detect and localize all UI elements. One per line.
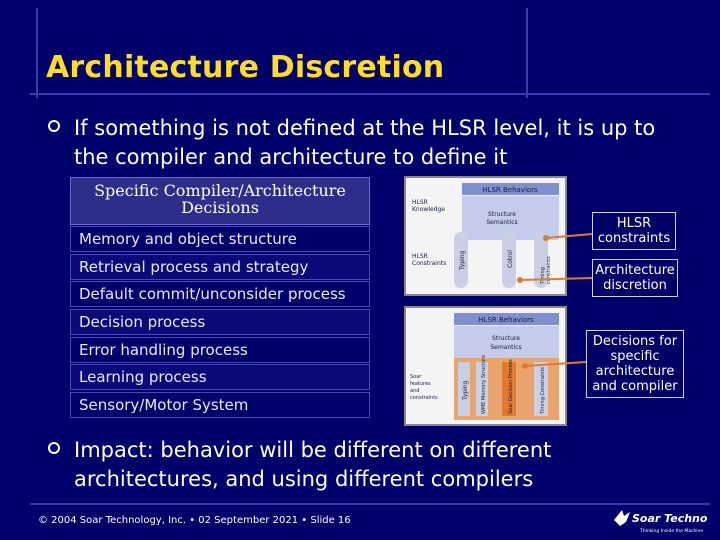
logo-wing-icon — [614, 510, 630, 526]
list-item: Memory and object structure — [70, 226, 370, 252]
soar-label: Soar — [410, 374, 422, 380]
page-title: Architecture Discretion — [46, 50, 445, 85]
hlsr-diagram-bottom-svg: HLSR Behaviors Structure Semantics Typin… — [410, 313, 559, 420]
callout-text: Decisions for specific architecture and … — [592, 334, 678, 394]
constraints-label: Constraints — [412, 260, 446, 267]
logo-mark: Soar Technology Thinking Inside the Mach… — [614, 510, 720, 534]
bullet-text: If something is not defined at the HLSR … — [74, 116, 656, 169]
typing-label: Typing — [459, 250, 466, 271]
typing-pillar — [454, 232, 468, 288]
wme-label: WME Memory Structure — [481, 355, 487, 414]
bullet-item: Impact: behavior will be different on di… — [48, 436, 694, 494]
list-item: Default commit/unconsider process — [70, 281, 370, 307]
soar-label: features — [410, 381, 431, 387]
timing-label: Timing — [540, 267, 546, 285]
callout-hlsr-constraints: HLSR constraints — [592, 212, 676, 250]
connector-dot — [522, 363, 528, 369]
logo-name: Soar Technology — [632, 512, 708, 525]
constraints-label: HLSR — [412, 253, 428, 260]
cotrol-pillar — [502, 232, 516, 288]
connector-dot — [543, 235, 549, 241]
knowledge-label: HLSR — [412, 199, 428, 206]
knowledge-label: Knowledge — [412, 206, 445, 213]
panel-heading: Specific Compiler/Architecture Decisions — [70, 177, 370, 225]
callout-text: Architecture discretion — [595, 263, 675, 293]
behaviors-bar — [462, 183, 559, 195]
footer-divider — [30, 503, 710, 505]
connector-line — [524, 361, 587, 367]
bullet-circle-icon — [48, 120, 60, 132]
structure-label: Structure — [488, 211, 516, 218]
behaviors-label: HLSR Behaviors — [478, 316, 534, 324]
bullet-item: If something is not defined at the HLSR … — [48, 114, 694, 172]
bullet-text: Impact: behavior will be different on di… — [74, 438, 552, 491]
wme-pillar — [476, 362, 488, 416]
callout-architecture-discretion: Architecture discretion — [592, 259, 678, 297]
timing-pillar — [534, 362, 548, 416]
structure-block — [454, 326, 559, 358]
divider-line — [30, 93, 710, 95]
list-item: Retrieval process and strategy — [70, 254, 370, 280]
decision-pillar — [502, 362, 516, 416]
hlsr-diagram-top: HLSR Behaviors Structure Semantics HLSR … — [404, 176, 567, 296]
behaviors-label: HLSR Behaviors — [482, 186, 538, 194]
divider-line — [36, 8, 38, 98]
callout-text: HLSR constraints — [597, 216, 671, 246]
list-item: Learning process — [70, 364, 370, 390]
soar-technology-logo: Soar Technology Thinking Inside the Mach… — [610, 506, 720, 536]
callout-decisions: Decisions for specific architecture and … — [586, 330, 684, 398]
cotrol-label: Cotrol — [507, 250, 514, 268]
list-item: Decision process — [70, 309, 370, 335]
timing-label: constraints — [546, 256, 552, 284]
timing-label: Timing Constraints — [540, 367, 546, 415]
hlsr-diagram-top-svg: HLSR Behaviors Structure Semantics HLSR … — [412, 183, 559, 288]
list-item: Sensory/Motor System — [70, 392, 370, 418]
connector-line — [545, 233, 593, 239]
structure-label: Structure — [492, 335, 520, 342]
semantics-label: Semantics — [486, 219, 517, 226]
soar-label: constraints — [410, 395, 438, 401]
logo-tagline: Thinking Inside the Machine — [639, 528, 703, 534]
typing-label: Typing — [462, 380, 469, 401]
semantics-label: Semantics — [490, 344, 521, 351]
typing-pillar — [458, 362, 470, 416]
bullet-circle-icon — [48, 442, 60, 454]
connector-dot — [517, 277, 523, 283]
soar-label: and — [410, 388, 419, 394]
footer-text: © 2004 Soar Technology, Inc. • 02 Septem… — [38, 515, 351, 526]
list-item: Error handling process — [70, 337, 370, 363]
behaviors-bar — [454, 313, 559, 325]
timing-pillar — [534, 232, 548, 288]
connector-line — [519, 277, 593, 281]
divider-line — [526, 8, 528, 98]
decision-label: Soar Decision Process — [508, 359, 514, 414]
